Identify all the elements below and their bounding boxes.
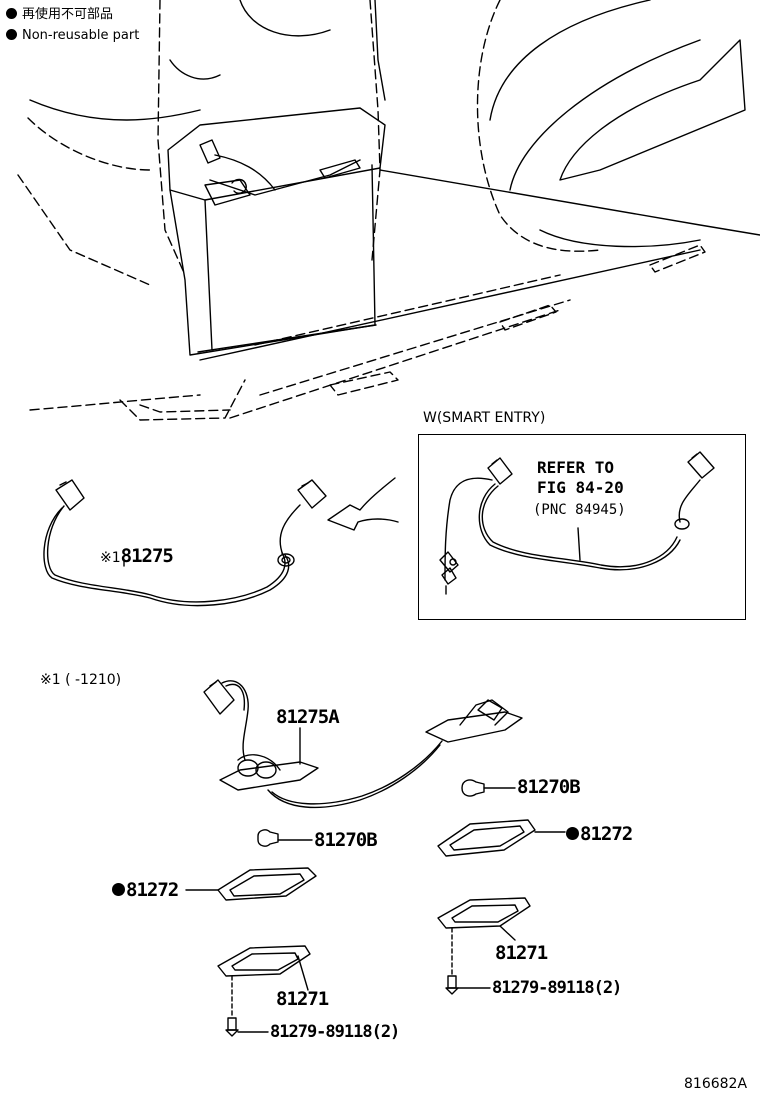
non-reusable-dot-icon xyxy=(6,8,17,19)
non-reusable-dot-icon xyxy=(6,29,17,40)
part-label-housing-left: 81271 xyxy=(276,988,329,1010)
part-label-bulb-right: 81270B xyxy=(517,776,581,798)
legend-item-english: Non-reusable part xyxy=(6,28,139,44)
housing-81271-left xyxy=(217,945,311,1019)
part-number-81275: 81275 xyxy=(120,545,174,567)
legend-item-japanese: 再使用不可部品 xyxy=(6,7,113,23)
non-reusable-dot-icon xyxy=(566,827,579,840)
part-label-lens-left: 81272 xyxy=(112,879,179,901)
part-label-81275: ※181275 xyxy=(100,545,174,567)
smart-entry-wire xyxy=(439,451,715,595)
part-label-screw-left: 81279-89118(2) xyxy=(270,1022,400,1042)
figure-id: 816682A xyxy=(684,1076,748,1092)
part-label-lens-right: 81272 xyxy=(566,823,633,845)
inset-refer-line-1: REFER TO xyxy=(537,458,615,477)
wire-harness-81275A xyxy=(203,679,523,809)
inset-refer-line-3: (PNC 84945) xyxy=(533,502,626,518)
inset-header: W(SMART ENTRY) xyxy=(423,410,546,426)
vehicle-rear-outline xyxy=(17,0,706,421)
inset-refer-line-2: FIG 84-20 xyxy=(537,478,624,497)
part-label-screw-right: 81279-89118(2) xyxy=(492,978,622,998)
note-marker: ※1 xyxy=(100,550,121,566)
lens-81272-left xyxy=(185,867,317,901)
bulb-81270B-right xyxy=(461,779,516,797)
part-label-wire-a: 81275A xyxy=(276,706,340,728)
bulb-81270B-left xyxy=(257,829,313,847)
legend-text-english: Non-reusable part xyxy=(22,28,140,43)
non-reusable-dot-icon xyxy=(112,883,125,896)
inset-box xyxy=(418,434,746,620)
part-number-lens-right: 81272 xyxy=(580,823,633,845)
leader-inset xyxy=(577,527,581,561)
note-range: ※1 ( -1210) xyxy=(40,672,122,688)
housing-81271-right xyxy=(437,897,531,976)
direction-arrow xyxy=(327,477,399,531)
legend-text-japanese: 再使用不可部品 xyxy=(22,7,114,22)
screw-left xyxy=(225,1017,269,1037)
screw-right xyxy=(445,975,491,995)
part-label-bulb-left: 81270B xyxy=(314,829,378,851)
license-lamp-housing-installed xyxy=(167,107,386,356)
part-label-housing-right: 81271 xyxy=(495,942,548,964)
part-number-lens-left: 81272 xyxy=(126,879,179,901)
lens-81272-right xyxy=(437,819,566,857)
vehicle-body-solid xyxy=(29,0,760,361)
wire-harness-81275 xyxy=(43,479,327,607)
